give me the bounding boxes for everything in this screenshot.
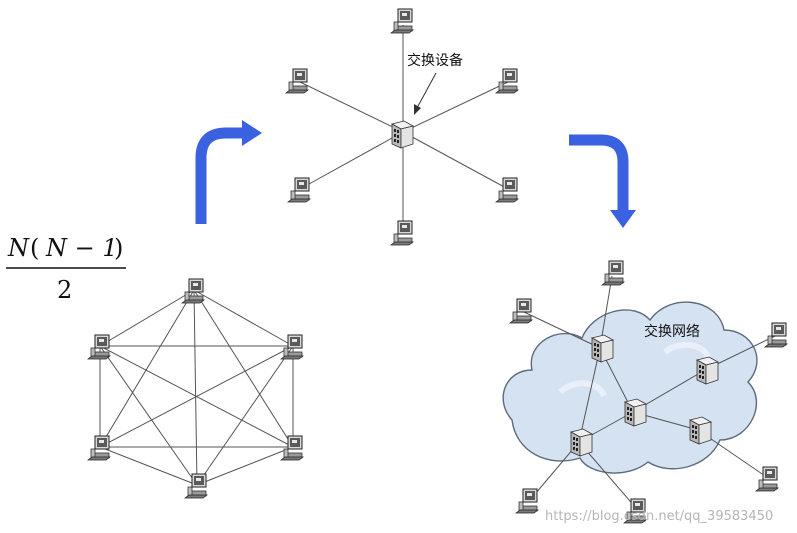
combination-formula: N ( N − 1 ) 2: [6, 234, 126, 304]
switch-icon: [570, 428, 593, 457]
switch-icon: [591, 334, 614, 363]
computer-icon: [764, 322, 788, 348]
computer-icon: [184, 473, 208, 499]
formula-open-paren: (: [30, 234, 39, 262]
computer-icon: [181, 278, 205, 304]
formula-denominator: 2: [57, 276, 72, 304]
computer-icon: [509, 298, 533, 324]
label-pointer-arrow: [414, 72, 437, 115]
formula-n: N: [7, 234, 30, 262]
switch-icon: [391, 120, 414, 149]
computer-icon: [87, 334, 111, 360]
arrow-right-down: [569, 134, 636, 228]
switch-icon: [624, 398, 647, 427]
computer-icon: [280, 435, 304, 461]
switch-icon: [689, 416, 712, 445]
computer-icon: [515, 488, 539, 514]
formula-inner: N − 1: [45, 234, 118, 262]
cloud-network-label: 交换网络: [644, 323, 700, 340]
computer-icon: [755, 466, 779, 492]
switching-network-cloud: [502, 301, 758, 474]
formula-close-paren: ): [114, 234, 123, 262]
computer-icon: [280, 334, 304, 360]
computer-icon: [390, 220, 414, 246]
star-nodes: [285, 8, 519, 246]
arrow-up-right: [195, 120, 262, 224]
computer-icon: [495, 68, 519, 94]
computer-icon: [87, 435, 111, 461]
watermark-text: https://blog.csdn.net/qq_39583450: [545, 509, 773, 524]
switch-icon: [696, 356, 719, 385]
computer-icon: [390, 8, 414, 34]
computer-icon: [601, 260, 625, 286]
star-network: [299, 25, 509, 232]
computer-icon: [495, 177, 519, 203]
full-mesh-network: [99, 289, 294, 486]
switch-device-label: 交换设备: [407, 52, 463, 69]
computer-icon: [287, 177, 311, 203]
computer-icon: [285, 68, 309, 94]
